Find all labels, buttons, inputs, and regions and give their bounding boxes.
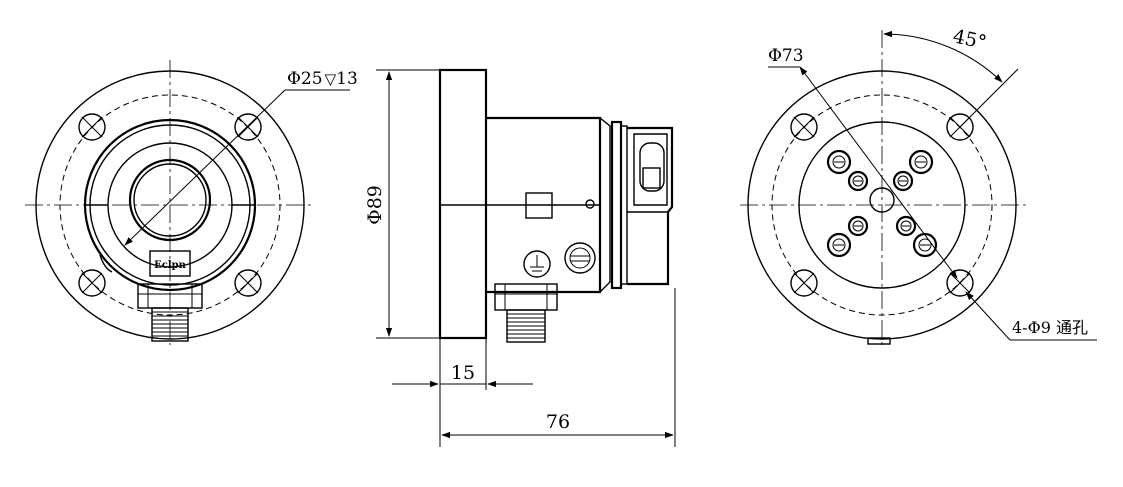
- flange-diameter-label: Φ89: [364, 185, 386, 225]
- overall-length-label: 76: [546, 411, 570, 433]
- right-rear-view: Φ73 45° 4-Φ9 通孔: [740, 25, 1097, 345]
- holes-label: 4-Φ9 通孔: [1012, 318, 1088, 337]
- bolt-hole: [234, 113, 262, 141]
- left-bore-label: Φ25▽13: [287, 69, 358, 89]
- m12-connector-side: [494, 283, 558, 343]
- left-front-view: Φ25▽13 Eclpn: [25, 60, 358, 345]
- middle-side-view: Φ89 15 76: [364, 68, 676, 447]
- bolt-hole: [234, 269, 262, 297]
- flange-thickness-label: 15: [451, 362, 475, 384]
- bolt-hole: [790, 269, 818, 297]
- bolt-hole: [78, 113, 106, 141]
- ground-symbol-icon: [523, 250, 551, 278]
- brand-plate-text: Eclpn: [154, 260, 187, 271]
- terminal-icon: [564, 242, 596, 274]
- angle-label: 45°: [951, 25, 989, 54]
- brand-plate: Eclpn: [149, 250, 191, 277]
- bolt-hole: [946, 269, 974, 297]
- pcd-label: Φ73: [768, 46, 804, 66]
- m12-connector: [137, 283, 203, 342]
- bolt-hole: [78, 269, 106, 297]
- bolt-hole: [790, 113, 818, 141]
